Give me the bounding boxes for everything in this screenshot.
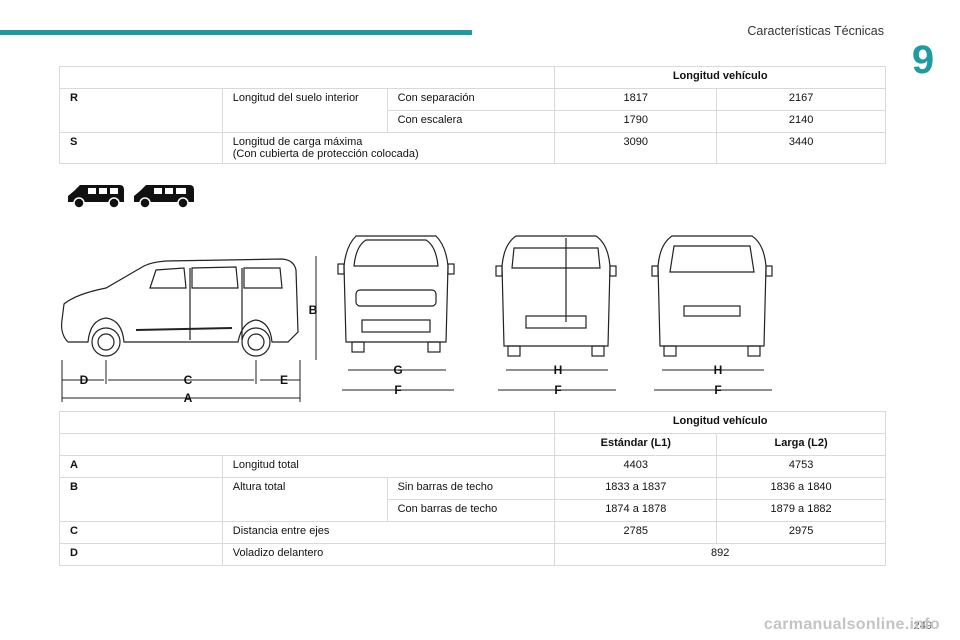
- dimension-variant: Con escalera: [386, 110, 556, 133]
- rear-view-barn-doors: [495, 235, 617, 357]
- table-row: R Longitud del suelo interior Con separa…: [59, 88, 886, 111]
- empty-header-cell: [58, 433, 556, 456]
- value-l2: 2140: [716, 110, 886, 133]
- table-header-row: Longitud vehículo: [58, 411, 886, 434]
- short-vehicle-icon: [68, 185, 124, 209]
- vehicle-dimensions-diagram: D C E A B G F H F H F: [61, 235, 773, 405]
- value-both: 892: [554, 543, 886, 566]
- vehicle-version-icons: [68, 185, 194, 209]
- label-f: F: [554, 383, 561, 397]
- table-row: A Longitud total 4403 4753: [59, 455, 886, 478]
- dimension-key: B: [59, 477, 223, 500]
- dimension-description: Distancia entre ejes: [221, 521, 556, 544]
- value-l2: 4753: [716, 455, 886, 478]
- value-l1: 1817: [554, 88, 718, 111]
- dimension-description: Longitud total: [221, 455, 556, 478]
- label-f: F: [394, 383, 401, 397]
- table-row: D Voladizo delantero 892: [59, 543, 886, 566]
- dimension-key: A: [59, 455, 223, 478]
- description-line: (Con cubierta de protección colocada): [232, 148, 419, 160]
- value-l1: 1790: [554, 110, 718, 133]
- value-l1: 1874 a 1878: [554, 499, 718, 522]
- label-g: G: [393, 363, 402, 377]
- dimension-key: C: [59, 521, 223, 544]
- empty-cell: [59, 110, 223, 133]
- table-row: B Altura total Sin barras de techo 1833 …: [59, 477, 886, 500]
- dimension-key: S: [59, 132, 223, 164]
- dimension-variant: Con barras de techo: [386, 499, 556, 522]
- dimension-description: Longitud de carga máxima (Con cubierta d…: [221, 132, 556, 164]
- rear-view-tailgate: [651, 235, 773, 357]
- value-l2: 2975: [716, 521, 886, 544]
- empty-cell: [59, 499, 223, 522]
- column-group-header: Longitud vehículo: [554, 66, 886, 89]
- label-e: E: [280, 373, 288, 387]
- value-l1: 2785: [554, 521, 718, 544]
- value-l2: 3440: [716, 132, 886, 164]
- label-a: A: [184, 391, 193, 405]
- value-l1: 1833 a 1837: [554, 477, 718, 500]
- table-row: Con barras de techo 1874 a 1878 1879 a 1…: [59, 499, 886, 522]
- watermark: carmanualsonline.info: [763, 616, 940, 633]
- column-header-l2: Larga (L2): [716, 433, 886, 456]
- dimension-key: R: [59, 88, 223, 111]
- column-header-l1: Estándar (L1): [554, 433, 718, 456]
- front-view-vehicle: [337, 235, 455, 353]
- exterior-dimensions-table: Longitud vehículo Estándar (L1) Larga (L…: [58, 411, 886, 566]
- side-view-vehicle: [61, 258, 299, 357]
- description-line: Longitud de carga máxima: [232, 136, 363, 148]
- page-number: 249: [913, 620, 932, 632]
- dimension-variant: Sin barras de techo: [386, 477, 556, 500]
- empty-cell: [221, 110, 388, 133]
- value-l2: 1879 a 1882: [716, 499, 886, 522]
- label-h: H: [714, 363, 723, 377]
- empty-header-cell: [58, 66, 556, 89]
- dimension-key: D: [59, 543, 223, 566]
- value-l2: 1836 a 1840: [716, 477, 886, 500]
- chapter-number: 9: [911, 38, 935, 82]
- label-h: H: [554, 363, 563, 377]
- value-l1: 3090: [554, 132, 718, 164]
- table-header-row: Estándar (L1) Larga (L2): [58, 433, 886, 456]
- header-accent-bar: [0, 30, 472, 35]
- value-l1: 4403: [554, 455, 718, 478]
- column-group-header: Longitud vehículo: [554, 411, 886, 434]
- table-header-row: Longitud vehículo: [58, 66, 886, 89]
- value-l2: 2167: [716, 88, 886, 111]
- table-row: S Longitud de carga máxima (Con cubierta…: [59, 132, 886, 164]
- table-row: C Distancia entre ejes 2785 2975: [59, 521, 886, 544]
- dimension-description: Voladizo delantero: [221, 543, 556, 566]
- table-row: Con escalera 1790 2140: [59, 110, 886, 133]
- dimension-description: Longitud del suelo interior: [221, 88, 388, 111]
- cargo-length-table: Longitud vehículo R Longitud del suelo i…: [58, 66, 886, 164]
- long-vehicle-icon: [134, 185, 194, 209]
- empty-header-cell: [58, 411, 556, 434]
- dimension-description: Altura total: [221, 477, 388, 500]
- label-c: C: [184, 373, 193, 387]
- label-f: F: [714, 383, 721, 397]
- label-d: D: [80, 373, 89, 387]
- empty-cell: [221, 499, 388, 522]
- dimension-variant: Con separación: [386, 88, 556, 111]
- section-title: Características Técnicas: [747, 24, 884, 38]
- label-b: B: [309, 303, 318, 317]
